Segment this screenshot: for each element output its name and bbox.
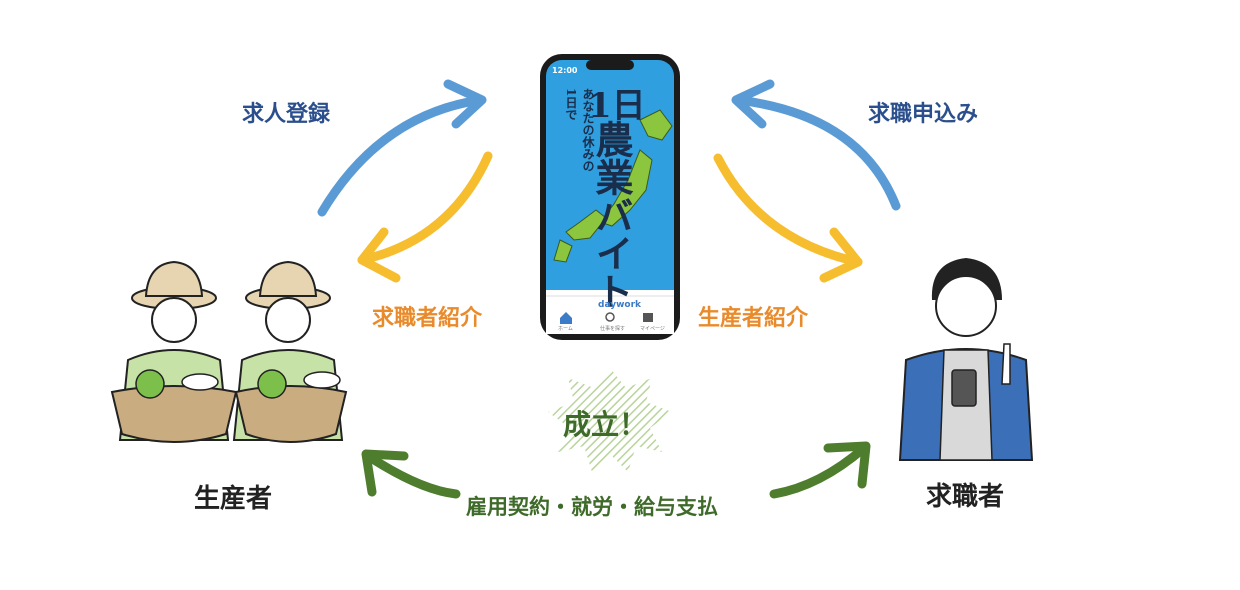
phone-nav-search[interactable]: 仕事を探す [600,326,626,332]
phone-title: 農業バイト [589,120,634,310]
label-producer: 生産者 [194,484,273,514]
label-job-registration: 求人登録 [242,102,331,127]
label-intro-seeker: 求職者紹介 [372,306,483,331]
arrow-intro-producer [713,153,863,283]
label-job-application: 求職申込み [868,102,979,127]
label-intro-producer: 生産者紹介 [698,306,809,331]
search-icon[interactable] [605,312,615,322]
arrow-intro-seeker [357,151,493,283]
success-burst [548,368,672,472]
arrow-job-registration [317,79,487,217]
producer-illustration [110,260,348,443]
arrow-contract-to-producer [361,449,461,499]
phone-nav-mypage[interactable]: マイページ [640,326,665,332]
phone-brand: daywork [598,300,642,310]
label-success: 成立！ [563,408,648,441]
mypage-icon[interactable] [643,313,653,322]
phone-subtitle: あなたの休みの1日で [564,88,595,172]
label-job-seeker: 求職者 [926,482,1005,512]
japan-map [553,109,673,263]
arrow-contract-to-seeker [769,441,871,499]
job-seeker-illustration [898,258,1034,461]
phone-nav-home[interactable]: ホーム [558,326,573,332]
phone-time: 12:00 [552,66,578,75]
smartphone [540,54,680,340]
label-contract: 雇用契約・就労・給与支払 [466,495,718,519]
phone-title-number: 1日 [588,86,646,126]
home-icon[interactable] [560,312,572,324]
arrow-job-application [731,79,901,211]
